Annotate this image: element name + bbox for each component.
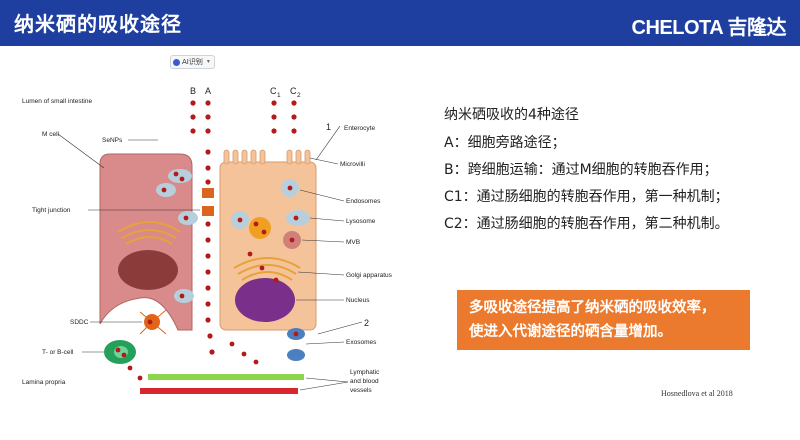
route-item-a: A：细胞旁路途径； bbox=[444, 135, 566, 151]
page-title: 纳米硒的吸收途径 bbox=[14, 12, 182, 36]
label-lysosome: Lysosome bbox=[346, 218, 376, 225]
conclusion-box: 多吸收途径提高了纳米硒的吸收效率， 使进入代谢途径的硒含量增加。 bbox=[457, 290, 750, 350]
tight-junction bbox=[202, 188, 214, 198]
label-endosomes: Endosomes bbox=[346, 198, 381, 205]
label-lymph-line3: vessels bbox=[350, 387, 372, 394]
label-pathway-1: 1 bbox=[326, 122, 331, 132]
m-cell bbox=[99, 153, 193, 331]
label-mvb: MVB bbox=[346, 239, 360, 246]
label-tight-junction: Tight junction bbox=[32, 207, 71, 214]
label-senps: SeNPs bbox=[102, 137, 123, 144]
chevron-down-icon: ▾ bbox=[206, 58, 210, 65]
route-item-c2: C2：通过肠细胞的转胞吞作用，第二种机制。 bbox=[444, 216, 729, 232]
label-sddc: SDDC bbox=[70, 319, 89, 326]
label-golgi: Golgi apparatus bbox=[346, 272, 393, 279]
ai-recognize-button[interactable]: AI识别 ▾ bbox=[170, 55, 215, 69]
label-pathway-2: 2 bbox=[364, 318, 369, 328]
label-pathway-a: A bbox=[205, 86, 211, 96]
label-pathway-b: B bbox=[190, 86, 196, 96]
label-lamina-propria: Lamina propria bbox=[22, 379, 66, 386]
lymphatic-vessel bbox=[148, 374, 304, 380]
label-pathway-c1-sub: 1 bbox=[277, 92, 281, 99]
label-lymph-line2: and blood bbox=[350, 378, 379, 385]
blood-vessel bbox=[140, 388, 298, 394]
microvilli bbox=[223, 149, 311, 165]
label-m-cell: M cell bbox=[42, 131, 60, 138]
route-item-c1: C1：通过肠细胞的转胞吞作用，第一种机制； bbox=[444, 189, 729, 205]
golgi-apparatus bbox=[233, 257, 301, 269]
enterocyte-nucleus bbox=[235, 278, 295, 322]
route-item-b: B：跨细胞运输：通过M细胞的转胞吞作用； bbox=[444, 162, 718, 178]
conclusion-line2: 使进入代谢途径的硒含量增加。 bbox=[469, 324, 672, 340]
ai-recognize-icon bbox=[173, 58, 180, 66]
figure-credit: Hosnedlova et al 2018 bbox=[661, 389, 733, 398]
label-t-or-b-cell: T- or B-cell bbox=[42, 349, 74, 356]
ai-recognize-label: AI识别 bbox=[182, 58, 203, 66]
label-nucleus: Nucleus bbox=[346, 297, 370, 304]
label-lymph-line1: Lymphatic bbox=[350, 369, 380, 376]
label-lumen: Lumen of small intestine bbox=[22, 98, 92, 105]
leader-lines bbox=[57, 125, 363, 391]
brand-logo: CHELOTA 吉隆达 bbox=[631, 17, 787, 39]
m-cell-nucleus bbox=[118, 250, 178, 290]
absorption-diagram: B A C 1 C 2 1 2 Lumen of small intestine… bbox=[22, 86, 393, 394]
conclusion-line1: 多吸收途径提高了纳米硒的吸收效率， bbox=[469, 300, 716, 316]
label-exosomes: Exosomes bbox=[346, 339, 377, 346]
label-pathway-c2-sub: 2 bbox=[297, 92, 301, 99]
label-pathway-c1: C bbox=[270, 86, 277, 96]
lysosome bbox=[249, 217, 271, 239]
label-microvilli: Microvilli bbox=[340, 161, 365, 168]
label-pathway-c2: C bbox=[290, 86, 297, 96]
title-bar: 纳米硒的吸收途径 CHELOTA 吉隆达 bbox=[0, 0, 800, 46]
selenium-nanoparticles bbox=[115, 100, 299, 381]
label-enterocyte: Enterocyte bbox=[344, 125, 375, 132]
routes-title: 纳米硒吸收的4种途径 bbox=[444, 107, 579, 123]
